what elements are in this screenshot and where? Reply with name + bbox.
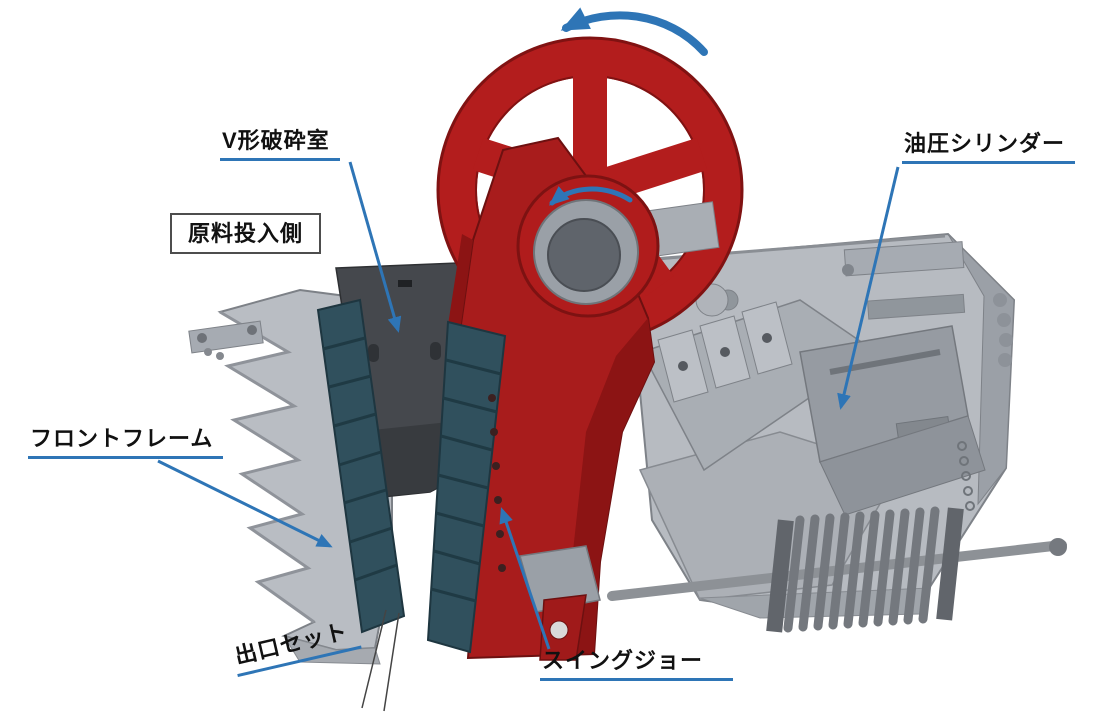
outlet-gap-dimension-lines: [361, 609, 400, 712]
leader-v-chamber: [348, 161, 402, 333]
leader-hydraulic-cylinder: [837, 166, 900, 410]
tension-rod-and-spring: [607, 441, 1067, 633]
fixed-jaw-plate: [316, 298, 406, 634]
label-front-frame: フロントフレーム: [28, 426, 224, 460]
label-swing-jaw: スイングジョー: [540, 648, 734, 682]
leader-lines: [157, 161, 900, 650]
coil-spring: [783, 506, 940, 633]
label-v-chamber: V形破砕室: [220, 128, 340, 162]
flywheel-rotation-arrow-icon: [560, 7, 708, 56]
jaw-plate-bolts: [488, 394, 506, 572]
swing-jaw-plate: [426, 320, 507, 654]
leader-front-frame: [157, 459, 333, 548]
shaft-rotation-arrow-icon: [548, 186, 633, 206]
leader-swing-jaw: [499, 507, 551, 650]
label-hydraulic-cylinder: 油圧シリンダー: [902, 131, 1076, 165]
toggle-bracket: [519, 545, 601, 661]
retainer-chain: [957, 441, 975, 511]
hydraulic-cylinder-assembly: [640, 283, 986, 516]
shaft-end: [547, 218, 621, 292]
label-feed-side: 原料投入側: [170, 213, 322, 255]
